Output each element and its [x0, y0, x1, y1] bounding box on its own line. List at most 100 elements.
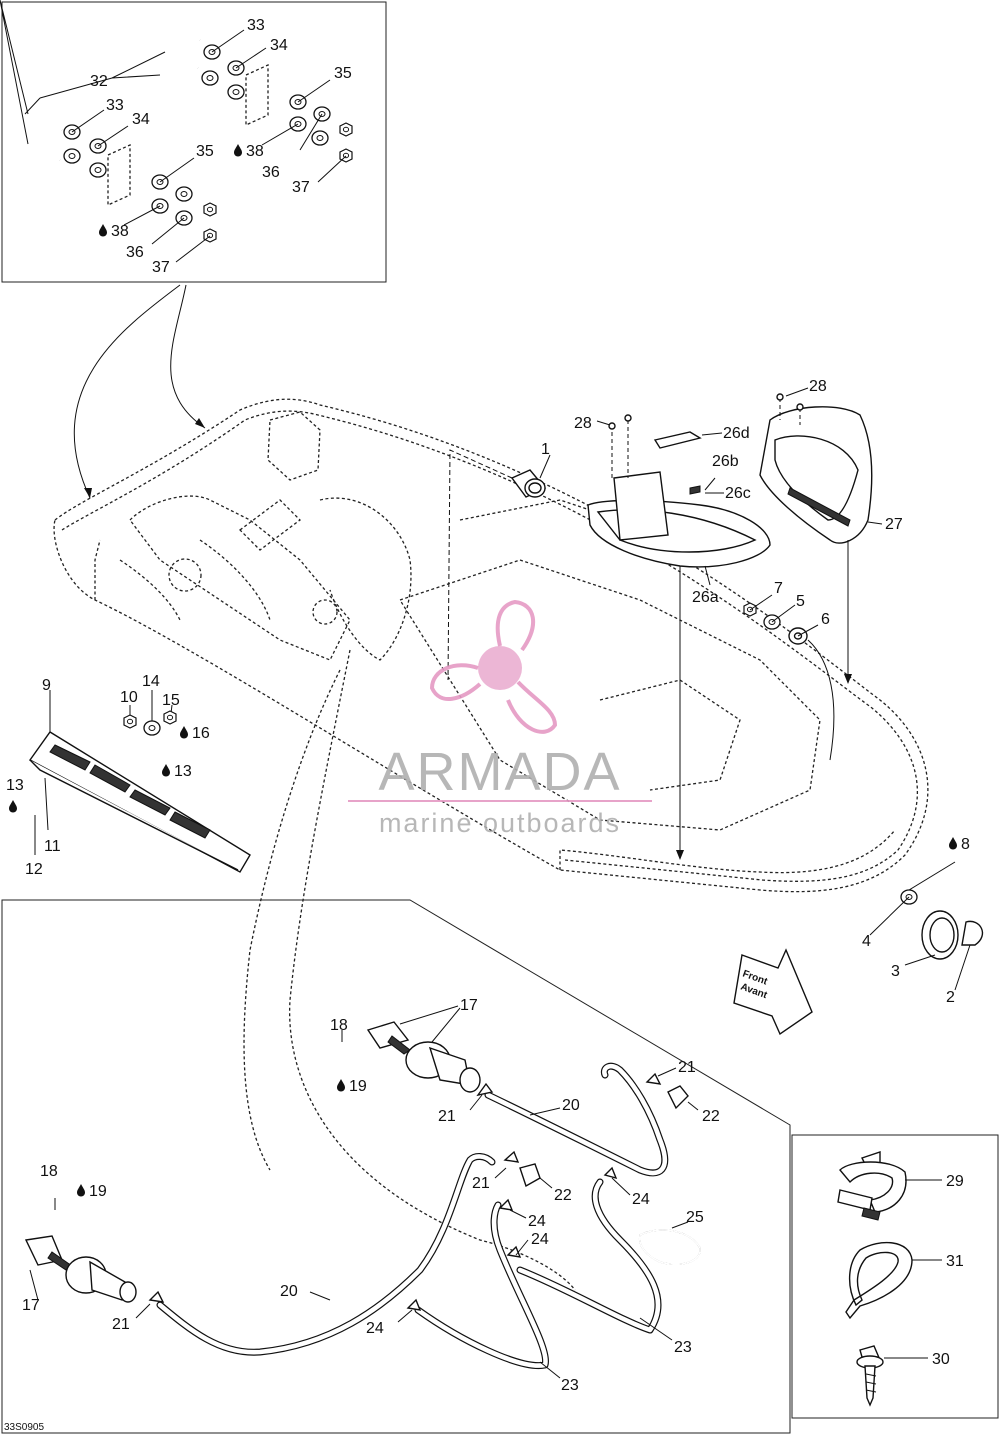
- inset-pointer-right: [170, 284, 206, 429]
- parts-5-6-7-fasteners: 7 5 6: [743, 580, 835, 761]
- clamps-21-22-24: 21 22 21 21 22 24 24 24 24 21: [112, 1059, 720, 1337]
- callout-33-upper: 33: [247, 17, 265, 34]
- callout-6: 6: [821, 611, 830, 628]
- callout-24-lower: 24: [366, 1320, 384, 1337]
- fasteners-inset: 29 31 30: [791, 1134, 999, 1419]
- callout-21-center: 21: [472, 1175, 490, 1192]
- drop-icon: [180, 726, 188, 739]
- callout-14: 14: [142, 673, 160, 690]
- callout-7: 7: [774, 580, 783, 597]
- part-1-cup: 1: [447, 441, 551, 681]
- callout-8: 8: [961, 836, 970, 853]
- callout-24-mid: 24: [531, 1231, 549, 1248]
- callout-29: 29: [946, 1173, 964, 1190]
- callout-4: 4: [862, 933, 871, 950]
- callout-31: 31: [946, 1253, 964, 1270]
- inset-pointer-left: [73, 284, 181, 499]
- part-30-screw: 30: [856, 1345, 950, 1407]
- callout-21-mid: 21: [438, 1108, 456, 1125]
- inset-frame: [1, 1, 387, 283]
- callout-17-lower: 17: [22, 1297, 40, 1314]
- callout-9: 9: [42, 677, 51, 694]
- part-17-bilge-fitting-upper: 17 18 19: [330, 997, 481, 1095]
- backing-plate-upper: [245, 63, 269, 127]
- backing-plate-lower: [107, 143, 131, 207]
- callout-26d: 26d: [723, 425, 750, 442]
- callout-19-lower: 19: [89, 1183, 107, 1200]
- callout-38-lower: 38: [111, 223, 129, 240]
- drop-icon: [949, 837, 957, 850]
- callout-26a: 26a: [692, 589, 719, 606]
- part-17-bilge-fitting-lower: 18 19 17: [22, 1163, 137, 1314]
- part-27-storage-bin: 28 27: [759, 378, 903, 684]
- part-29-hose-clip: 29: [837, 1151, 964, 1221]
- callout-10: 10: [120, 689, 138, 706]
- callout-24-upper: 24: [528, 1213, 546, 1230]
- callout-38-upper: 38: [246, 143, 264, 160]
- callout-37-lower: 37: [152, 259, 170, 276]
- hose-path-long-2: [243, 669, 341, 1171]
- callout-36-upper: 36: [262, 164, 280, 181]
- part-25-gasket: 25: [638, 1209, 704, 1266]
- callout-5: 5: [796, 593, 805, 610]
- callout-34-upper: 34: [270, 37, 288, 54]
- callout-19-upper: 19: [349, 1078, 367, 1095]
- drop-icon: [9, 800, 17, 813]
- callout-3: 3: [891, 963, 900, 980]
- callout-18-lower: 18: [40, 1163, 58, 1180]
- callout-37-upper: 37: [292, 179, 310, 196]
- hull-body: [53, 398, 929, 893]
- callout-20-lower: 20: [280, 1283, 298, 1300]
- callout-2: 2: [946, 989, 955, 1006]
- callout-20-upper: 20: [562, 1097, 580, 1114]
- callout-15: 15: [162, 692, 180, 709]
- drop-icon: [234, 144, 242, 157]
- callout-28-right: 28: [809, 378, 827, 395]
- callout-18-upper: 18: [330, 1017, 348, 1034]
- callout-12: 12: [25, 861, 43, 878]
- part-31-cable-tie: 31: [845, 1241, 964, 1320]
- callout-13-right: 13: [174, 763, 192, 780]
- hardware-inset: 33 34 35 32 38 36 37 33 34 35 38 36 37: [0, 0, 387, 283]
- callout-23-lower: 23: [561, 1377, 579, 1394]
- part-9-intake-grate: 9 10 14 15 16 13 13 11 12: [6, 673, 251, 878]
- callout-26c: 26c: [725, 485, 751, 502]
- callout-36-lower: 36: [126, 244, 144, 261]
- drop-icon: [77, 1184, 85, 1197]
- drop-icon: [162, 764, 170, 777]
- u-bolt-upper: [152, 22, 201, 70]
- callout-35-upper: 35: [334, 65, 352, 82]
- callout-27: 27: [885, 516, 903, 533]
- callout-13-left: 13: [6, 777, 24, 794]
- hose-path-long-1: [288, 649, 576, 1291]
- callout-32-upper: 32: [90, 73, 108, 90]
- callout-22-center: 22: [554, 1187, 572, 1204]
- propeller-logo-icon: [429, 599, 558, 734]
- bilge-inset-frame: [1, 899, 791, 1434]
- callout-26b: 26b: [712, 453, 739, 470]
- drop-icon: [337, 1079, 345, 1092]
- callout-21-lower: 21: [112, 1316, 130, 1333]
- part-26-storage-bin: 28 26d 26b 26c 26a: [574, 414, 771, 860]
- callout-24-right: 24: [632, 1191, 650, 1208]
- u-bolt-lower: [16, 112, 63, 162]
- watermark-tagline: marine outboards: [379, 808, 621, 838]
- callout-17-upper: 17: [460, 997, 478, 1014]
- callout-30: 30: [932, 1351, 950, 1368]
- armada-watermark: ARMADA marine outboards: [348, 599, 652, 838]
- front-direction-arrow: Front Avant: [733, 948, 813, 1036]
- figure-code: 33S0905: [4, 1422, 44, 1433]
- parts-2-3-4-drain-plug: 4 8 3 2: [862, 836, 984, 1006]
- drop-icon: [99, 224, 107, 237]
- callout-21-right: 21: [678, 1059, 696, 1076]
- fasteners-inset-frame: [791, 1134, 999, 1419]
- callout-22-right: 22: [702, 1108, 720, 1125]
- watermark-brand: ARMADA: [378, 742, 621, 802]
- callout-33-lower: 33: [106, 97, 124, 114]
- callout-11: 11: [44, 838, 61, 855]
- callout-16: 16: [192, 725, 210, 742]
- callout-1: 1: [541, 441, 550, 458]
- hoses-20-23: 20 20 23 23: [156, 1062, 692, 1394]
- callout-28-left: 28: [574, 415, 592, 432]
